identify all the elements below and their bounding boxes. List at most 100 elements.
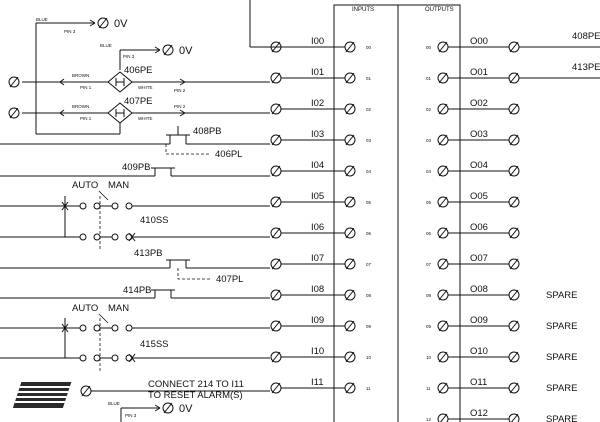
man1-label: MAN (108, 180, 129, 191)
s407-pin2-label: PIN 2 (174, 104, 186, 109)
output-3-module-terminal-slash (438, 134, 448, 146)
input-1-label: I01 (311, 67, 324, 78)
input-11-module-terminal (344, 382, 356, 394)
input-3-module-terminal (344, 134, 356, 146)
input-1-pin: 01 (366, 76, 372, 81)
output-9-field-terminal-slash (509, 320, 519, 332)
output-6-pin: 06 (426, 231, 432, 236)
s407-white-label: WHITE (138, 116, 153, 121)
output-4-field-terminal (508, 165, 520, 177)
input-0-label: I00 (311, 36, 324, 47)
top-arrow-a (89, 19, 96, 24)
s406-white-label: WHITE (138, 85, 153, 90)
pb414-label: 414PB (123, 285, 152, 296)
s407-label: 407PE (124, 96, 153, 107)
input-0-pin: 00 (366, 45, 372, 50)
ss415-label: 415SS (140, 339, 169, 350)
output-10-note: SPARE (546, 352, 578, 363)
output-10-pin: 10 (426, 355, 432, 360)
input-9-field-terminal-slash (271, 320, 281, 332)
bottom-0v-terminal (162, 402, 174, 414)
output-4-pin: 04 (426, 169, 432, 174)
output-8-label: O08 (470, 284, 488, 295)
output-3-pin: 03 (426, 138, 432, 143)
input-8-field-terminal-slash (271, 289, 281, 301)
s407-supply-terminal (8, 107, 20, 119)
s406-label: 406PE (124, 65, 153, 76)
mi-logo (12, 382, 72, 408)
output-12-pin: 12 (426, 417, 432, 422)
input-6-field-terminal-slash (271, 227, 281, 239)
bottom-blue-label: BLUE (108, 401, 120, 406)
output-6-field-terminal (508, 227, 520, 239)
input-2-module-terminal (344, 103, 356, 115)
connect-note-line2: TO RESET ALARM(S) (148, 390, 243, 401)
output-7-pin: 07 (426, 262, 432, 267)
input-5-label: I05 (311, 191, 324, 202)
input-3-module-terminal-slash (345, 134, 355, 146)
output-9-label: O09 (470, 315, 488, 326)
s406-pin1-label: PIN 1 (80, 85, 92, 90)
output-12-field-terminal (508, 413, 520, 422)
input-10-module-terminal-slash (345, 351, 355, 363)
input-10-field-terminal-slash (271, 351, 281, 363)
input-9-module-terminal-slash (345, 320, 355, 332)
input-10-module-terminal (344, 351, 356, 363)
input-6-module-terminal (344, 227, 356, 239)
input-2-label: I02 (311, 98, 324, 109)
output-1-field-terminal-slash (509, 72, 519, 84)
top-0v-label: 0V (114, 18, 128, 30)
input-6-module-terminal-slash (345, 227, 355, 239)
pb409-label: 409PB (122, 162, 151, 173)
output-12-field-terminal-slash (510, 413, 519, 422)
output-7-field-terminal-slash (509, 258, 519, 270)
output-12-label: O12 (470, 408, 488, 419)
output-1-note: 413PE (572, 62, 600, 73)
input-8-pin: 08 (366, 293, 372, 298)
input-7-pin: 07 (366, 262, 372, 267)
input-0-module-terminal (344, 41, 356, 53)
output-2-field-terminal (508, 103, 520, 115)
output-11-module-terminal-slash (438, 382, 448, 394)
pl406-label: 406PL (215, 149, 242, 160)
output-8-field-terminal-slash (509, 289, 519, 301)
s407-brown-label: BROWN (72, 104, 89, 109)
output-9-pin: 09 (426, 324, 432, 329)
input-2-field-terminal-slash (271, 103, 281, 115)
input-5-pin: 05 (366, 200, 372, 205)
input-6-pin: 06 (366, 231, 372, 236)
s406-symbol (107, 71, 133, 93)
s406-blue-label: BLUE (100, 43, 112, 48)
top-0v-terminal (97, 17, 109, 29)
io-module-box (333, 4, 461, 422)
output-1-label: O01 (470, 67, 488, 78)
top-arrow-b (89, 22, 96, 27)
input-7-label: I07 (311, 253, 324, 264)
auto1-label: AUTO (72, 180, 98, 191)
input-10-label: I10 (311, 346, 324, 357)
input-2-module-terminal-slash (345, 103, 355, 115)
input-11-label: I11 (311, 377, 324, 388)
input-1-module-terminal (344, 72, 356, 84)
output-8-pin: 08 (426, 293, 432, 298)
input-4-module-terminal-slash (345, 165, 355, 177)
input-5-module-terminal (344, 196, 356, 208)
output-8-module-terminal-slash (438, 289, 448, 301)
output-6-label: O06 (470, 222, 488, 233)
input-3-field-terminal-slash (271, 134, 281, 146)
output-6-field-terminal-slash (509, 227, 519, 239)
input-7-module-terminal-slash (345, 258, 355, 270)
output-10-field-terminal (508, 351, 520, 363)
output-5-field-terminal (508, 196, 520, 208)
output-5-label: O05 (470, 191, 488, 202)
input-9-pin: 09 (366, 324, 372, 329)
output-2-module-terminal-slash (438, 103, 448, 115)
input-8-label: I08 (311, 284, 324, 295)
input-5-field-terminal-slash (271, 196, 281, 208)
input-8-module-terminal-slash (345, 289, 355, 301)
output-9-module-terminal-slash (438, 320, 448, 332)
pb413-label: 413PB (134, 248, 163, 259)
output-0-pin: 00 (426, 45, 432, 50)
output-4-module-terminal-slash (438, 165, 448, 177)
